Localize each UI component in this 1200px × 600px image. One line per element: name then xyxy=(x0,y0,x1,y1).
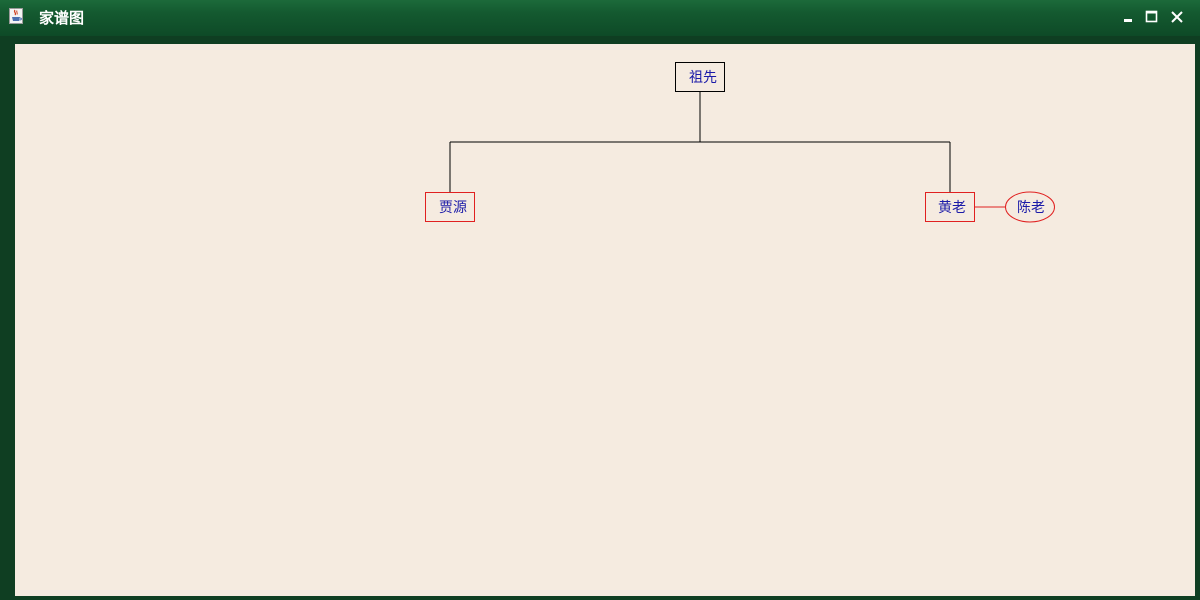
spouse-node-label: 陈老 xyxy=(1017,199,1045,216)
minimize-icon[interactable] xyxy=(1122,10,1136,24)
title-bar[interactable]: 家谱图 xyxy=(0,0,1200,36)
member-node-label: 贾源 xyxy=(439,200,467,216)
spouse-node-chen-lao[interactable]: 陈老 xyxy=(1005,191,1055,223)
root-node-label: 祖先 xyxy=(689,70,717,86)
root-node[interactable]: 祖先 xyxy=(675,62,725,92)
window-title: 家谱图 xyxy=(39,9,85,27)
maximize-icon[interactable] xyxy=(1145,10,1159,24)
member-node-label: 黄老 xyxy=(938,199,966,216)
family-tree-diagram: 祖先 贾源 黄老 陈老 xyxy=(425,62,1055,223)
member-node-jia-yuan[interactable]: 贾源 xyxy=(425,192,475,222)
close-icon[interactable] xyxy=(1170,10,1184,24)
member-node-huang-lao[interactable]: 黄老 xyxy=(925,192,975,222)
family-tree-canvas: 祖先 贾源 黄老 陈老 xyxy=(15,44,1195,596)
java-cup-icon xyxy=(9,8,23,24)
